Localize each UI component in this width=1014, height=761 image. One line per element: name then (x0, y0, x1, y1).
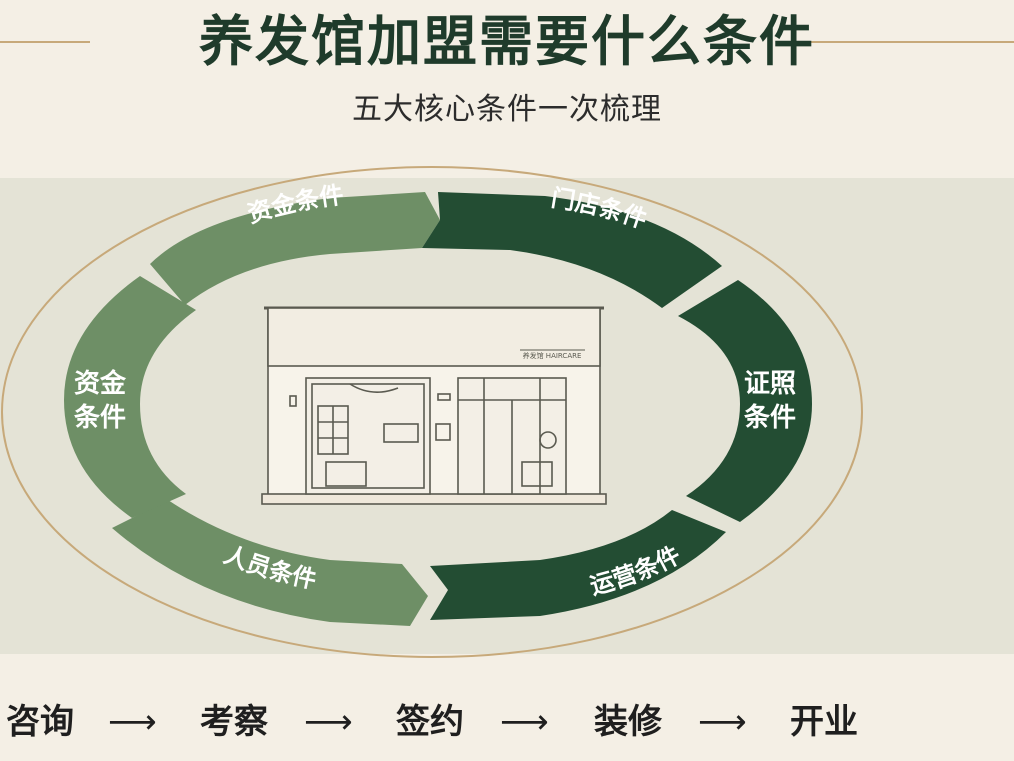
segment-funds-top (150, 192, 440, 305)
flow-step-consult: 咨询 (6, 702, 74, 742)
flow-step-open: 开业 (790, 702, 858, 742)
flow-step-inspect: 考察 (200, 702, 268, 742)
segment-label-funds-left-2: 条件 (74, 403, 126, 433)
flow-arrow-2: ⟶ (304, 702, 353, 742)
segment-label-license-2: 条件 (744, 403, 796, 433)
process-flow: 咨询 ⟶ 考察 ⟶ 签约 ⟶ 装修 ⟶ 开业 (0, 694, 1014, 750)
segment-license (678, 280, 812, 522)
flow-arrow-1: ⟶ (108, 702, 157, 742)
page-subtitle: 五大核心条件一次梳理 (352, 92, 662, 127)
title-decor-line-right (778, 41, 1014, 43)
title-decor-line-left (0, 41, 90, 43)
shop-sign: 养发馆 HAIRCARE (523, 351, 582, 360)
page-title: 养发馆加盟需要什么条件 (199, 10, 815, 73)
segment-store (422, 192, 722, 308)
outer-ring (1, 166, 863, 658)
flow-step-decorate: 装修 (594, 702, 662, 742)
segment-label-funds-left-1: 资金 (74, 368, 127, 399)
segment-staff (112, 500, 428, 626)
flow-arrow-4: ⟶ (698, 702, 747, 742)
flow-arrow-3: ⟶ (500, 702, 549, 742)
segment-funds-left (64, 276, 196, 518)
segment-operations (430, 510, 726, 620)
flow-step-sign: 签约 (396, 702, 464, 742)
storefront-illustration (261, 306, 607, 505)
segment-label-license-1: 证照 (744, 369, 796, 399)
